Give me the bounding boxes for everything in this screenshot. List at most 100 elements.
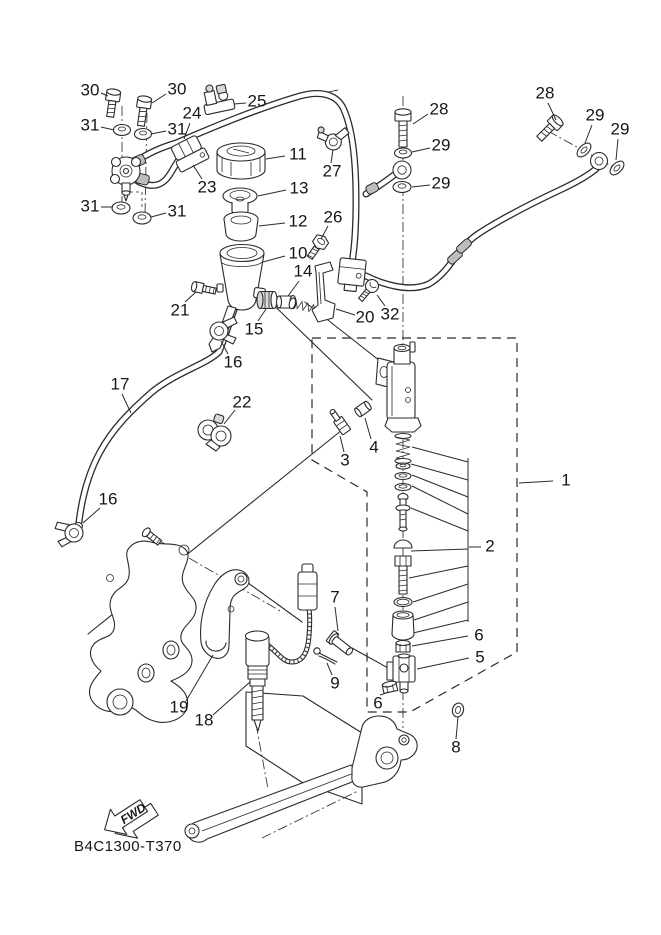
pin-7 bbox=[325, 630, 354, 656]
callout-label-16: 16 bbox=[99, 489, 118, 508]
bolt-21 bbox=[190, 281, 217, 295]
callout-label-8: 8 bbox=[451, 737, 460, 756]
callout-leader-21 bbox=[184, 291, 197, 303]
piston-stack bbox=[391, 432, 415, 641]
callout-label-30: 30 bbox=[168, 79, 187, 98]
callout-label-17: 17 bbox=[111, 374, 130, 393]
callout-label-2: 2 bbox=[485, 536, 494, 555]
hose-joint-union bbox=[109, 156, 142, 202]
washer-31d bbox=[132, 211, 152, 225]
master-cylinder-detail-box bbox=[311, 337, 518, 713]
callout-label-26: 26 bbox=[324, 207, 343, 226]
callout-label-4: 4 bbox=[369, 437, 378, 456]
callout-leader-12 bbox=[258, 222, 286, 227]
callout-label-29: 29 bbox=[432, 173, 451, 192]
washer-29b bbox=[392, 180, 412, 194]
callout-layer: 1234566789101112131415161617181920212223… bbox=[81, 79, 630, 756]
screw-32 bbox=[357, 278, 380, 302]
callout-label-25: 25 bbox=[248, 91, 267, 110]
callout-leader-20 bbox=[335, 308, 356, 316]
callout-leader-6 bbox=[379, 691, 390, 696]
washer-31a bbox=[112, 123, 132, 137]
callout-leader-25 bbox=[233, 102, 247, 105]
callout-label-27: 27 bbox=[323, 161, 342, 180]
callout-label-30: 30 bbox=[81, 80, 100, 99]
callout-leader-24 bbox=[183, 122, 191, 140]
diaphragm-holder bbox=[222, 187, 258, 216]
callout-leader-30 bbox=[100, 92, 109, 97]
callout-leader-6 bbox=[411, 635, 469, 647]
callout-label-31: 31 bbox=[81, 115, 100, 134]
rear-brake-hose bbox=[362, 164, 601, 292]
hose-clamp-16b bbox=[54, 521, 84, 548]
bleed-screw-3 bbox=[329, 408, 351, 436]
callout-label-14: 14 bbox=[294, 261, 313, 280]
nut-6a bbox=[395, 639, 411, 653]
hose-junction-block bbox=[337, 257, 367, 293]
callout-leader-16 bbox=[82, 507, 101, 524]
callout-label-29: 29 bbox=[586, 105, 605, 124]
callout-leader-31 bbox=[100, 126, 115, 131]
callout-leader-29 bbox=[411, 184, 431, 188]
washer-31b bbox=[133, 127, 153, 141]
bushing-15 bbox=[256, 290, 278, 310]
callout-label-1: 1 bbox=[561, 470, 570, 489]
callout-label-18: 18 bbox=[195, 710, 214, 729]
reservoir-cap bbox=[216, 142, 266, 180]
callout-leader-7 bbox=[334, 606, 339, 632]
callout-label-31: 31 bbox=[168, 119, 187, 138]
callout-label-7: 7 bbox=[330, 587, 339, 606]
callout-label-15: 15 bbox=[245, 319, 264, 338]
callout-leader-26 bbox=[320, 225, 329, 240]
callout-label-16: 16 bbox=[224, 352, 243, 371]
cotter-pin-9 bbox=[313, 647, 338, 665]
mount-screw bbox=[141, 527, 163, 546]
callout-label-6: 6 bbox=[474, 625, 483, 644]
switch-connector bbox=[297, 571, 318, 611]
union-bolt-28a bbox=[394, 108, 412, 148]
pedal-detail-box bbox=[245, 691, 363, 805]
bleed-cap-4 bbox=[354, 400, 372, 418]
callout-label-24: 24 bbox=[183, 103, 202, 122]
hose-clamp-25 bbox=[203, 83, 236, 116]
callout-leader-29 bbox=[615, 138, 619, 161]
callout-label-22: 22 bbox=[233, 392, 252, 411]
washer-31c bbox=[111, 201, 131, 215]
callout-label-31: 31 bbox=[81, 196, 100, 215]
washer-8 bbox=[451, 702, 465, 718]
callout-label-9: 9 bbox=[330, 673, 339, 692]
banjo-eye-right bbox=[589, 151, 609, 171]
callout-label-6: 6 bbox=[373, 693, 382, 712]
brake-pipe-upper bbox=[127, 90, 398, 266]
washer-29d bbox=[609, 160, 625, 176]
callout-label-21: 21 bbox=[171, 300, 190, 319]
bracket-20 bbox=[311, 261, 336, 323]
callout-leader-9 bbox=[326, 662, 333, 676]
callout-leader-15 bbox=[257, 308, 267, 322]
union-bolt-28b bbox=[536, 114, 564, 142]
clevis-joint-5 bbox=[386, 653, 416, 694]
callout-leader-23 bbox=[192, 164, 203, 180]
callout-leader-29 bbox=[584, 124, 593, 144]
callout-leader-13 bbox=[257, 189, 287, 197]
callout-leader-22 bbox=[223, 409, 236, 425]
callout-leader-32 bbox=[376, 294, 386, 307]
callout-leader-30 bbox=[151, 93, 167, 104]
brake-light-switch bbox=[244, 563, 318, 732]
callout-label-29: 29 bbox=[432, 135, 451, 154]
callout-leader-11 bbox=[265, 155, 286, 160]
reservoir-diaphragm bbox=[223, 211, 259, 242]
master-cylinder-body bbox=[375, 341, 422, 433]
callout-label-11: 11 bbox=[289, 144, 307, 163]
callout-label-3: 3 bbox=[340, 450, 349, 469]
callout-leader-5 bbox=[416, 657, 470, 670]
callout-leader-17 bbox=[121, 393, 132, 414]
hose-holder-22 bbox=[197, 413, 232, 452]
callout-label-10: 10 bbox=[289, 243, 308, 262]
callout-label-20: 20 bbox=[356, 307, 375, 326]
callout-leader-1 bbox=[518, 480, 554, 484]
washer-29c bbox=[576, 142, 592, 158]
washer-29a bbox=[393, 147, 413, 159]
callout-label-13: 13 bbox=[290, 178, 309, 197]
